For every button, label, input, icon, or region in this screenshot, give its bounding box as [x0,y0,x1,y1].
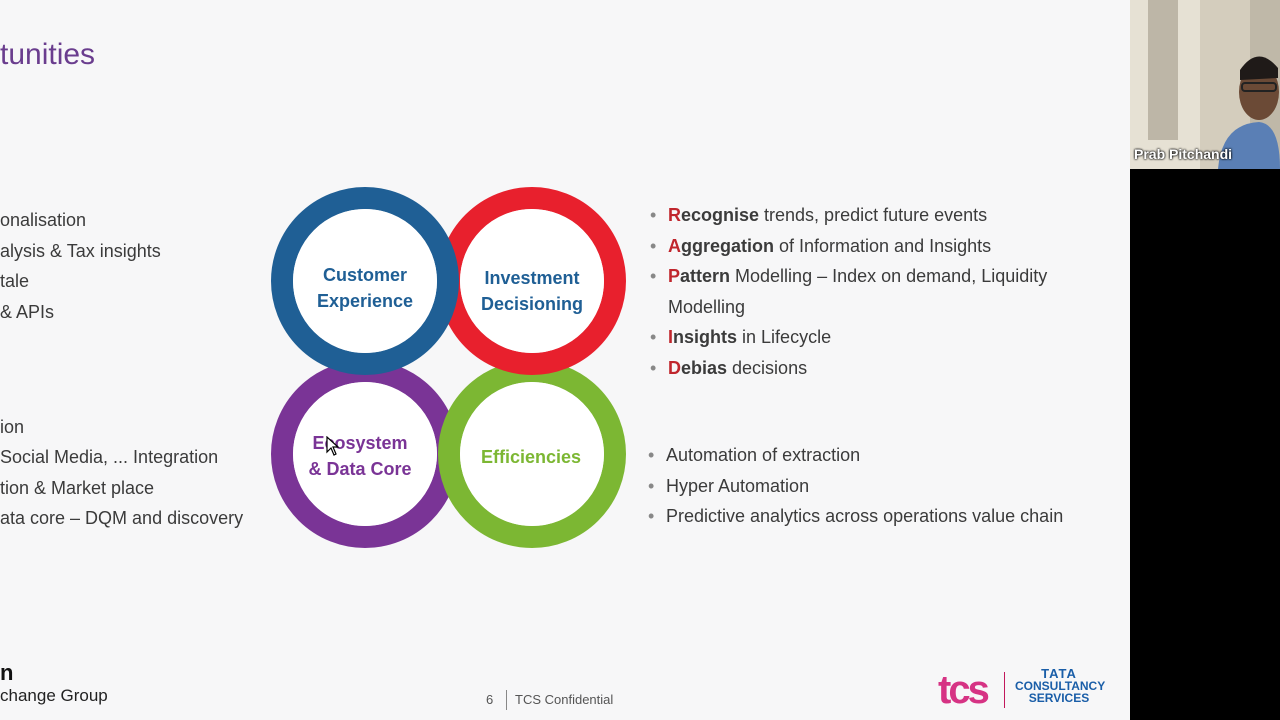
label-line: Decisioning [480,294,583,314]
bullet-item: • Insights in Lifecycle [650,322,1100,353]
confidential-label: TCS Confidential [515,692,614,707]
bullet-keyword: ggregation [681,235,774,256]
bullet-text: Hyper Automation [666,475,810,496]
bullet-text: Modelling – Index on demand, Liquidity M… [668,266,1048,317]
bullet-item: • Predictive analytics across operations … [648,501,1118,532]
left-text-line: ion [0,417,25,437]
label-line: Ecosystem [312,433,408,453]
bullet-text: decisions [727,357,808,378]
logo-divider [1004,672,1005,708]
presentation-slide: tunities onalisation alysis & Tax insigh… [0,0,1130,720]
label-line: Experience [316,291,414,311]
bullet-dot: • [650,327,657,348]
bullet-initial: D [668,357,681,378]
bullet-text: trends, predict future events [759,205,988,225]
bullet-dot: • [650,266,657,287]
tata-word: CONSULTANCY [1015,679,1106,693]
bullet-text: of Information and Insights [774,235,992,256]
tcs-logo: tcs [938,668,990,712]
bullet-item: • Automation of extraction [648,440,1118,471]
bullet-dot: • [648,506,655,527]
participant-video-tile[interactable]: Prab Pitchandi [1130,0,1280,169]
bullet-initial: P [668,266,681,287]
ring-inner-fill [460,209,604,353]
label-line: Investment [484,268,580,288]
bullet-keyword: ecognise [681,205,760,225]
mouse-cursor-icon [326,436,340,456]
left-text-line: alysis & Tax insights [0,241,161,261]
four-ring-diagram: Customer Experience Investment Decisioni… [268,186,634,552]
customer-experience-label: Customer Experience [298,262,432,314]
participant-video-feed [1130,0,1280,169]
bullet-initial: A [668,235,681,256]
bullet-text: Automation of extraction [666,445,861,465]
ring-customer-experience [271,187,459,375]
bullet-item: • Hyper Automation [648,471,1118,502]
efficiencies-label: Efficiencies [480,447,582,467]
tata-consultancy-logo: TATA CONSULTANCY SERVICES [1015,666,1106,705]
left-text-line: onalisation [0,210,87,230]
bullet-keyword: attern [680,266,731,287]
tata-word: TATA [1041,666,1077,681]
ring-inner-fill [293,382,437,526]
left-text-line: tion & Market place [0,478,155,498]
label-line: Customer [322,265,407,285]
bullet-dot: • [650,357,657,378]
bullet-dot: • [648,475,655,496]
bullet-item: • Recognise trends, predict future events [650,200,1100,231]
bullet-initial: R [668,205,681,225]
left-text-line: ata core – DQM and discovery [0,508,244,528]
investment-bullet-list: • Recognise trends, predict future events… [650,200,1100,384]
slide-title: tunities [0,38,96,71]
bullet-keyword: ebias [681,357,728,378]
bullet-dot: • [648,445,655,465]
bullet-initial: I [668,327,674,348]
left-text-line: Social Media, ... Integration [0,447,219,467]
bullet-text: Predictive analytics across operations v… [666,506,1064,527]
label-line: & Data Core [308,459,412,479]
bullet-item: • Pattern Modelling – Index on demand, Li… [650,261,1100,322]
efficiency-bullet-list: • Automation of extraction • Hyper Automat… [648,440,1118,532]
participant-name: Prab Pitchandi [1134,146,1233,162]
partner-logo-text: change Group [0,686,108,705]
page-number: 6 [486,692,494,707]
investment-decisioning-label: Investment Decisioning [465,265,599,317]
bullet-item: • Debias decisions [650,353,1100,384]
left-text-line: & APIs [0,302,55,322]
bullet-dot: • [650,235,657,256]
rings-graphic [271,187,626,548]
bullet-text: in Lifecycle [737,327,832,348]
ring-inner-fill [293,209,437,353]
ring-inner-fill [460,382,604,526]
tata-word: SERVICES [1028,691,1090,705]
left-text-line: tale [0,271,30,291]
bullet-dot: • [650,205,657,225]
footer-divider [506,690,507,710]
bullet-keyword: nsights [673,327,738,348]
ecosystem-data-core-label: Ecosystem & Data Core [293,430,427,482]
partner-logo-fragment: n [0,660,14,685]
bullet-item: • Aggregation of Information and Insights [650,231,1100,262]
